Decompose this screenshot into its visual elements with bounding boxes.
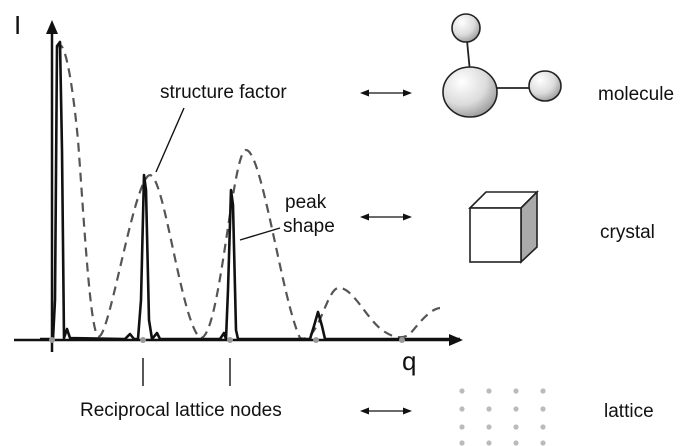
lattice-node-marker [140,337,146,343]
cube-icon [468,190,539,264]
double-arrow-icon [360,407,412,415]
structure-factor-label: structure factor [160,82,287,103]
lattice-node-marker [399,337,405,343]
structure-factor-leader [155,107,185,173]
lattice-node-marker [49,337,55,343]
double-arrow-icon [360,213,412,221]
y-axis-label: I [14,10,22,40]
lattice-dots-icon [459,388,546,446]
diffraction-peaks [40,40,460,341]
molecule-icon [442,13,562,118]
reciprocal-lattice-nodes-label: Reciprocal lattice nodes [80,400,282,421]
crystal-label: crystal [600,222,655,243]
lattice-label: lattice [604,401,654,422]
structure-factor-curve [55,43,441,340]
peak-shape-leader [239,227,281,241]
peak-shape-label-line1: peak [285,192,327,213]
y-axis-arrowhead [46,20,58,34]
peak-shape-label-line2: shape [283,216,335,237]
lattice-node-marker [227,337,233,343]
double-arrow-icon [360,89,412,97]
molecule-label: molecule [598,84,675,105]
x-axis-label: q [402,346,417,376]
lattice-node-marker [313,337,319,343]
